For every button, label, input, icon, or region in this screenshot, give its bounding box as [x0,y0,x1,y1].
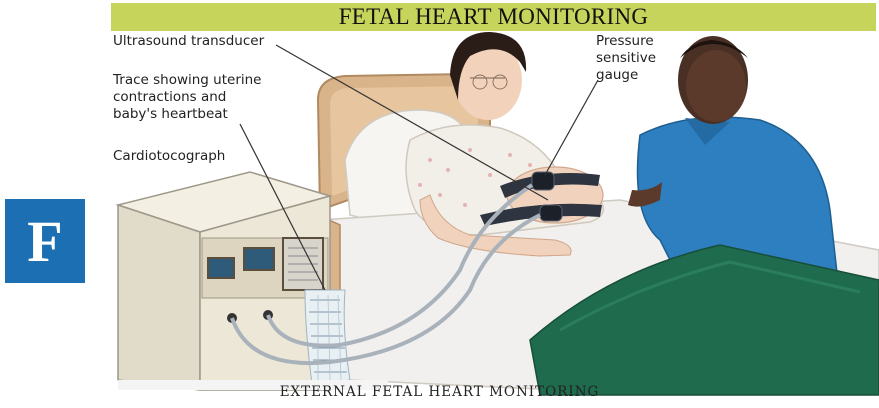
label-cardiotocograph: Cardiotocograph [113,148,225,165]
screen-right [244,248,274,270]
machine-side [118,205,200,390]
leader-pressure [545,80,598,175]
figure-caption: EXTERNAL FETAL HEART MONITORING [0,384,879,400]
screen-left [208,258,234,278]
label-pressure-gauge: Pressure sensitive gauge [596,33,656,84]
label-ultrasound-transducer: Ultrasound transducer [113,33,264,50]
ultrasound-device [540,205,562,221]
paper-trace [305,290,350,384]
pressure-gauge-device [532,172,554,190]
label-trace: Trace showing uterine contractions and b… [113,72,261,123]
